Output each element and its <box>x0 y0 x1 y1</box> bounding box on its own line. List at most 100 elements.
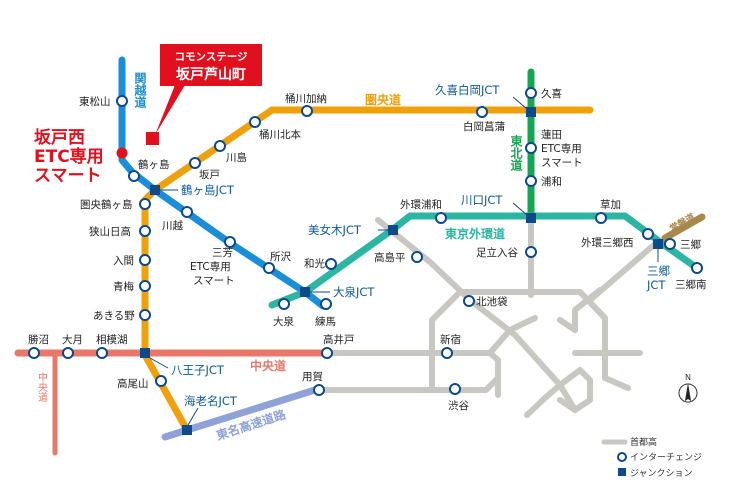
label-otsuki: 大月 <box>62 333 83 346</box>
callout-line2: 坂戸芦山町 <box>176 66 246 83</box>
ic-soka <box>595 212 607 224</box>
compass-north-icon: N <box>678 373 698 403</box>
label-jct-kukishiraoka: 久喜白岡JCT <box>435 83 500 97</box>
label-miyoshi2: ETC専用 <box>190 261 231 273</box>
label-jct-ebina: 海老名JCT <box>184 394 238 408</box>
label-urawa: 浦和 <box>541 175 562 188</box>
label-takaosan: 高尾山 <box>117 377 149 390</box>
label-hasuda2: ETC専用 <box>541 143 582 155</box>
ic-gaikanmisatonishi <box>642 228 654 240</box>
legend-shutoko-label: 首都高 <box>630 436 657 448</box>
legend-interchange-icon <box>617 452 627 462</box>
label-jct-oizumi: 大泉JCT <box>333 285 375 299</box>
ic-takaosan <box>155 375 167 387</box>
label-kuki: 久喜 <box>541 87 562 100</box>
label-misato: 三郷 <box>680 238 701 251</box>
ic-higashimatsuyama <box>116 95 128 107</box>
ic-sakado <box>189 157 201 169</box>
ic-takashimadaira <box>411 251 423 263</box>
label-jct-bijogi: 美女木JCT <box>308 223 362 237</box>
svg-text:N: N <box>685 373 691 382</box>
ic-kawagoe <box>181 206 193 218</box>
road-joban <box>661 213 706 242</box>
ic-misatominami <box>691 262 703 274</box>
jct-oizumi <box>300 287 310 297</box>
ic-yoga <box>313 384 325 396</box>
label-higashimatsuyama: 東松山 <box>79 95 111 108</box>
label-jct-tsurugashima: 鶴ヶ島JCT <box>181 183 235 197</box>
label-jct-misato-2: JCT <box>646 278 666 292</box>
ic-wako <box>325 258 337 270</box>
label-jct-misato-1: 三郷 <box>647 264 670 278</box>
ic-sayamahidaka <box>139 225 151 237</box>
label-akiruno: あきる野 <box>93 310 135 322</box>
highlight-line1: 坂戸西 <box>34 128 85 148</box>
ic-otsuki <box>62 347 74 359</box>
label-hasuda1: 蓮田 <box>541 128 562 141</box>
label-kitaikebukuro: 北池袋 <box>476 295 508 308</box>
label-takashimadaira: 高島平 <box>374 251 406 264</box>
ic-tsurugashima <box>128 170 140 182</box>
ic-katsunuma <box>28 347 40 359</box>
jct-kawaguchi <box>526 213 536 223</box>
label-misatominami: 三郷南 <box>675 278 707 291</box>
ic-takaido <box>321 347 333 359</box>
label-tsurugashima: 鶴ヶ島 <box>138 158 170 171</box>
ic-kuki <box>525 87 537 99</box>
jct-kukishiraoka <box>526 107 536 117</box>
legend: 首都高 インターチェンジ ジャンクション <box>601 436 702 479</box>
shutoko-network <box>316 215 658 418</box>
label-katsunuma: 勝沼 <box>28 333 49 346</box>
ic-miyoshi <box>224 236 236 248</box>
road-label-tohoku: 東北道 <box>509 134 523 172</box>
label-ome: 青梅 <box>113 280 134 293</box>
ic-urawa <box>525 175 537 187</box>
highlight-line3: スマート <box>34 166 102 186</box>
ic-okegawakitamoto <box>249 116 261 128</box>
highlight-ic-marker <box>116 147 128 159</box>
ic-sagamiko <box>96 347 108 359</box>
label-okegawakano: 桶川加納 <box>285 92 327 105</box>
ic-adachiiriya <box>525 246 537 258</box>
ic-oizumi <box>278 298 290 310</box>
legend-junction-label: ジャンクション <box>630 468 693 479</box>
highlight-line2: ETC専用 <box>34 147 104 167</box>
label-okegawakitamoto: 桶川北本 <box>259 128 301 141</box>
jct-bijogi <box>388 225 398 235</box>
ic-okegawakano <box>301 105 313 117</box>
label-kawajima: 川島 <box>226 151 247 164</box>
road-label-chuo: 中央道 <box>250 358 286 373</box>
label-sayamahidaka: 狭山日高 <box>89 225 131 238</box>
jct-leader-lines <box>149 96 659 426</box>
ic-misato <box>664 238 676 250</box>
label-soka: 草加 <box>600 199 621 211</box>
ic-nerima <box>320 298 332 310</box>
legend-junction-icon <box>618 468 626 476</box>
ic-shiraokashobu <box>476 106 488 118</box>
label-shiraokashobu: 白岡菖蒲 <box>463 120 505 133</box>
ic-kitaikebukuro <box>463 295 475 307</box>
label-iruma: 入間 <box>113 255 134 267</box>
jct-tsurugashima <box>150 185 160 195</box>
road-label-kanetsu-1: 関越道 <box>133 72 147 109</box>
ic-ome <box>139 280 151 292</box>
label-nerima: 練馬 <box>315 315 336 328</box>
label-gaikanmisatonishi: 外環三郷西 <box>581 236 634 249</box>
ic-gaikanurawa <box>435 212 447 224</box>
legend-interchange-label: インターチェンジ <box>630 452 702 463</box>
road-label-keno: 圏央道 <box>365 92 401 107</box>
label-kawagoe: 川越 <box>162 219 183 232</box>
property-marker <box>146 132 159 145</box>
ic-shinjuku <box>441 347 453 359</box>
label-tokorozawa: 所沢 <box>270 250 291 263</box>
label-takaido: 高井戸 <box>323 333 355 346</box>
label-sagamiko: 相模湖 <box>96 333 128 346</box>
ic-iruma <box>139 254 151 266</box>
label-oizumi: 大泉 <box>273 315 294 328</box>
property-callout: コモンステージ 坂戸芦山町 <box>146 44 262 145</box>
label-jct-kawaguchi: 川口JCT <box>461 193 503 207</box>
label-yoga: 用賀 <box>302 371 323 383</box>
ic-akiruno <box>139 309 151 321</box>
label-wako: 和光 <box>304 257 325 270</box>
